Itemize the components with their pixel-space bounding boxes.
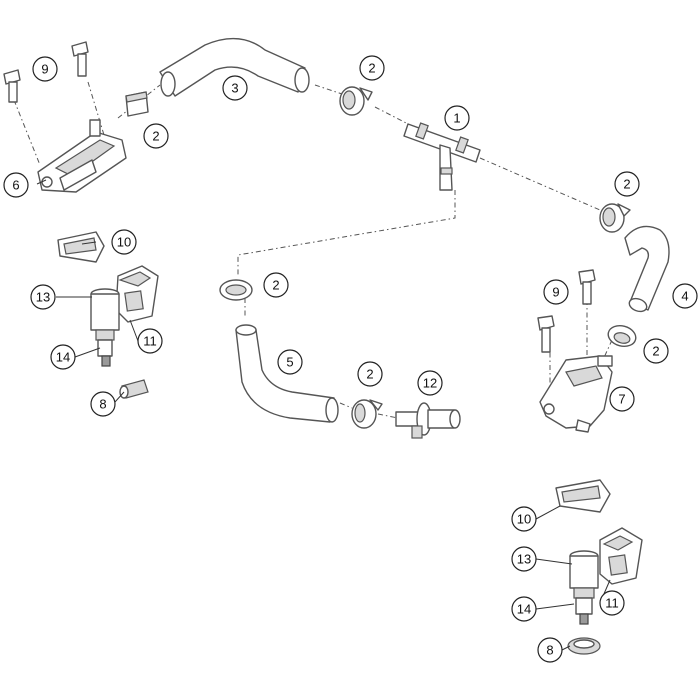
callout-label: 12 — [423, 376, 437, 391]
callout-11: 11 — [599, 590, 625, 616]
callout-label: 13 — [517, 552, 531, 567]
assembly-line — [314, 84, 346, 96]
callout-label: 10 — [117, 235, 131, 250]
callout-9: 9 — [543, 279, 569, 305]
hose-clamp — [125, 91, 149, 117]
callout-12: 12 — [417, 370, 443, 396]
callout-label: 4 — [681, 289, 688, 304]
fitting-12 — [395, 402, 461, 439]
callout-label: 8 — [99, 397, 106, 412]
callout-label: 3 — [231, 81, 238, 96]
leader-line — [81, 241, 97, 245]
callout-7: 7 — [609, 386, 635, 412]
callout-label: 2 — [368, 61, 375, 76]
leader-line — [114, 391, 125, 403]
callout-10: 10 — [511, 506, 537, 532]
callout-label: 5 — [286, 355, 293, 370]
callout-label: 1 — [453, 111, 460, 126]
bolt-9 — [537, 315, 555, 353]
callout-3: 3 — [222, 75, 248, 101]
assembly-line — [374, 106, 411, 126]
callout-label: 11 — [143, 334, 157, 349]
t-connector-1 — [403, 122, 481, 191]
callout-label: 2 — [272, 278, 279, 293]
connector-11 — [599, 527, 643, 585]
leader-line — [129, 319, 139, 342]
leader-line — [535, 558, 573, 565]
callout-1: 1 — [444, 105, 470, 131]
callout-10: 10 — [111, 229, 137, 255]
callout-14: 14 — [511, 596, 537, 622]
leader-line — [535, 505, 561, 520]
callout-label: 14 — [56, 350, 70, 365]
fuel-rail-bracket-6 — [37, 119, 127, 193]
callout-11: 11 — [137, 328, 163, 354]
hose-clamp — [219, 279, 253, 301]
fuel-injector-13 — [569, 550, 599, 625]
assembly-line — [479, 157, 601, 211]
callout-2: 2 — [357, 361, 383, 387]
leader-line — [561, 645, 571, 651]
callout-6: 6 — [3, 172, 29, 198]
assembly-lines — [13, 81, 613, 419]
callout-8: 8 — [537, 637, 563, 663]
callout-label: 10 — [517, 512, 531, 527]
assembly-line — [237, 190, 456, 275]
callout-label: 14 — [517, 602, 531, 617]
callout-2: 2 — [643, 338, 669, 364]
o-ring-8 — [119, 379, 149, 399]
callout-label: 6 — [12, 178, 19, 193]
retaining-clip-10 — [57, 231, 105, 263]
callout-9: 9 — [32, 56, 58, 82]
callout-label: 13 — [36, 290, 50, 305]
hose-clamp — [339, 86, 373, 116]
callout-label: 2 — [623, 177, 630, 192]
leader-line — [36, 179, 47, 185]
leader-line — [535, 603, 575, 610]
callout-13: 13 — [511, 546, 537, 572]
callout-label: 9 — [41, 62, 48, 77]
assembly-line — [87, 81, 105, 136]
assembly-line — [13, 99, 41, 166]
callout-13: 13 — [30, 284, 56, 310]
leader-line — [74, 347, 101, 358]
callout-label: 8 — [546, 643, 553, 658]
callout-5: 5 — [277, 349, 303, 375]
bolt-9 — [3, 69, 21, 103]
callout-2: 2 — [359, 55, 385, 81]
callout-label: 7 — [618, 392, 625, 407]
assembly-line — [339, 402, 353, 409]
assembly-line — [601, 339, 613, 363]
callout-label: 2 — [652, 344, 659, 359]
callout-label: 9 — [552, 285, 559, 300]
fuel-injector-13 — [90, 288, 120, 367]
callout-8: 8 — [90, 391, 116, 417]
callout-label: 2 — [152, 129, 159, 144]
o-ring-8 — [567, 637, 601, 655]
fuel-rail-bracket-7 — [539, 355, 613, 433]
retaining-clip-10 — [555, 479, 611, 513]
callout-2: 2 — [143, 123, 169, 149]
callout-2: 2 — [263, 272, 289, 298]
callout-label: 2 — [366, 367, 373, 382]
callout-4: 4 — [672, 283, 698, 309]
hose-clamp — [607, 324, 637, 348]
connector-11 — [115, 265, 159, 323]
callout-14: 14 — [50, 344, 76, 370]
hose-3 — [159, 37, 310, 97]
hose-4 — [624, 225, 670, 313]
callout-label: 11 — [605, 596, 619, 611]
hose-5 — [235, 324, 339, 423]
hose-clamp — [351, 399, 383, 429]
bolt-9 — [578, 269, 596, 305]
callout-2: 2 — [614, 171, 640, 197]
bolt-9 — [71, 41, 89, 77]
hose-clamp — [599, 203, 631, 233]
assembly-line — [377, 413, 399, 419]
